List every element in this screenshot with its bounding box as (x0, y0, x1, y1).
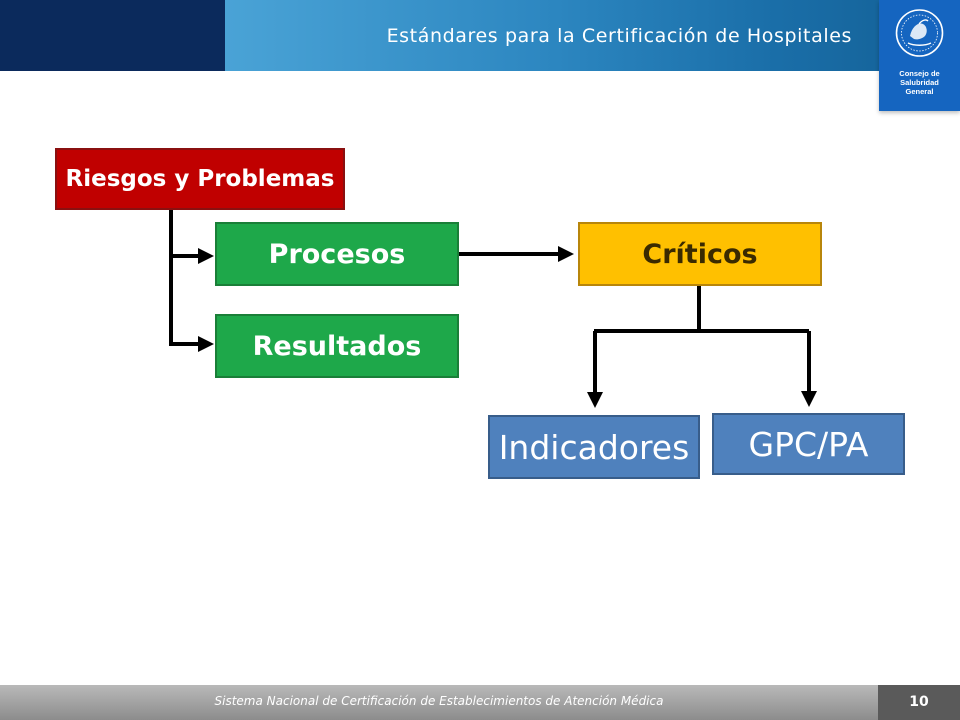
header-dark-block (0, 0, 225, 71)
footer-text: Sistema Nacional de Certificación de Est… (214, 694, 664, 708)
consejo-logo: Consejo de Salubridad General (879, 0, 960, 111)
header-title: Estándares para la Certificación de Hosp… (386, 25, 852, 47)
node-criticos: Críticos (578, 222, 822, 286)
node-resultados: Resultados (215, 314, 459, 378)
edge-riesgos-resultados (169, 256, 214, 352)
page-number: 10 (909, 694, 929, 710)
page-number-box (878, 685, 960, 720)
node-indicadores: Indicadores (488, 415, 700, 479)
logo-line-1: Consejo de (899, 69, 940, 78)
node-procesos: Procesos (215, 222, 459, 286)
logo-line-2: Salubridad (900, 78, 939, 87)
logo-text: Consejo de Salubridad General (879, 69, 960, 96)
footer-bar (0, 685, 878, 720)
logo-line-3: General (905, 87, 934, 96)
node-gpc-pa: GPC/PA (712, 413, 905, 475)
eagle-seal-icon (895, 9, 944, 57)
node-riesgos-y-problemas: Riesgos y Problemas (55, 148, 345, 210)
edge-riesgos-procesos (169, 210, 214, 264)
header-band (225, 0, 960, 71)
